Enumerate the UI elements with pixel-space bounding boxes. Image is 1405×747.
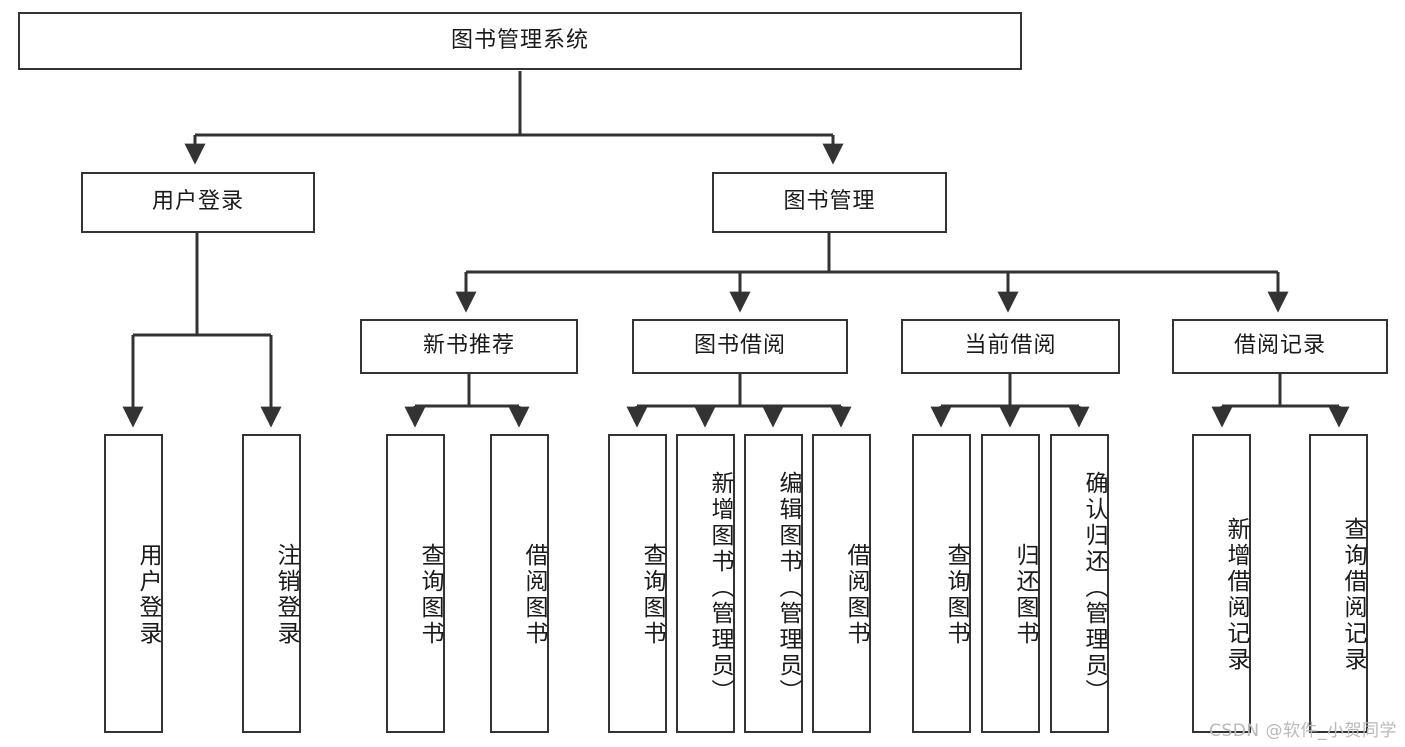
node-label: 新书推荐 <box>422 333 515 359</box>
node-borrow-record[interactable]: 借阅记录 <box>1172 319 1388 374</box>
leaf-edit-book-admin[interactable]: 编辑图书（管理员） <box>744 434 803 733</box>
node-label: 新增图书（管理员） <box>707 470 733 705</box>
leaf-add-book-admin[interactable]: 新增图书（管理员） <box>676 434 735 733</box>
node-label: 查询图书 <box>417 542 443 647</box>
node-label: 借阅图书 <box>843 542 869 647</box>
leaf-borrow-book[interactable]: 借阅图书 <box>812 434 871 733</box>
leaf-add-borrow-record[interactable]: 新增借阅记录 <box>1192 434 1251 733</box>
node-label: 当前借阅 <box>964 333 1057 359</box>
node-book-management[interactable]: 图书管理 <box>712 172 947 233</box>
node-label: 编辑图书（管理员） <box>775 470 801 705</box>
node-label: 图书借阅 <box>693 333 786 359</box>
leaf-borrow-book-recommend[interactable]: 借阅图书 <box>490 434 549 733</box>
leaf-confirm-return-admin[interactable]: 确认归还（管理员） <box>1050 434 1109 733</box>
node-label: 图书管理系统 <box>450 27 589 53</box>
node-book-borrow[interactable]: 图书借阅 <box>632 319 848 374</box>
leaf-return-book[interactable]: 归还图书 <box>981 434 1040 733</box>
watermark-text: CSDN @软件_小贺同学 <box>1209 721 1397 741</box>
node-label: 查询图书 <box>639 542 665 647</box>
node-root-system[interactable]: 图书管理系统 <box>18 12 1022 70</box>
node-label: 查询图书 <box>943 542 969 647</box>
node-label: 用户登录 <box>151 189 244 215</box>
node-label: 新增借阅记录 <box>1223 516 1249 673</box>
node-new-book-recommend[interactable]: 新书推荐 <box>360 319 578 374</box>
leaf-query-book-recommend[interactable]: 查询图书 <box>386 434 445 733</box>
leaf-query-book-borrow[interactable]: 查询图书 <box>608 434 667 733</box>
leaf-user-login[interactable]: 用户登录 <box>104 434 163 733</box>
node-label: 图书管理 <box>783 189 876 215</box>
node-user-login[interactable]: 用户登录 <box>81 172 315 233</box>
node-label: 借阅记录 <box>1233 333 1326 359</box>
node-label: 归还图书 <box>1012 542 1038 647</box>
node-current-borrow[interactable]: 当前借阅 <box>901 319 1120 374</box>
leaf-logout[interactable]: 注销登录 <box>242 434 301 733</box>
node-label: 注销登录 <box>273 542 299 647</box>
leaf-query-borrow-record[interactable]: 查询借阅记录 <box>1309 434 1368 733</box>
node-label: 借阅图书 <box>521 542 547 647</box>
node-label: 确认归还（管理员） <box>1081 470 1107 705</box>
node-label: 查询借阅记录 <box>1340 516 1366 673</box>
leaf-query-book-current[interactable]: 查询图书 <box>912 434 971 733</box>
node-label: 用户登录 <box>135 542 161 647</box>
